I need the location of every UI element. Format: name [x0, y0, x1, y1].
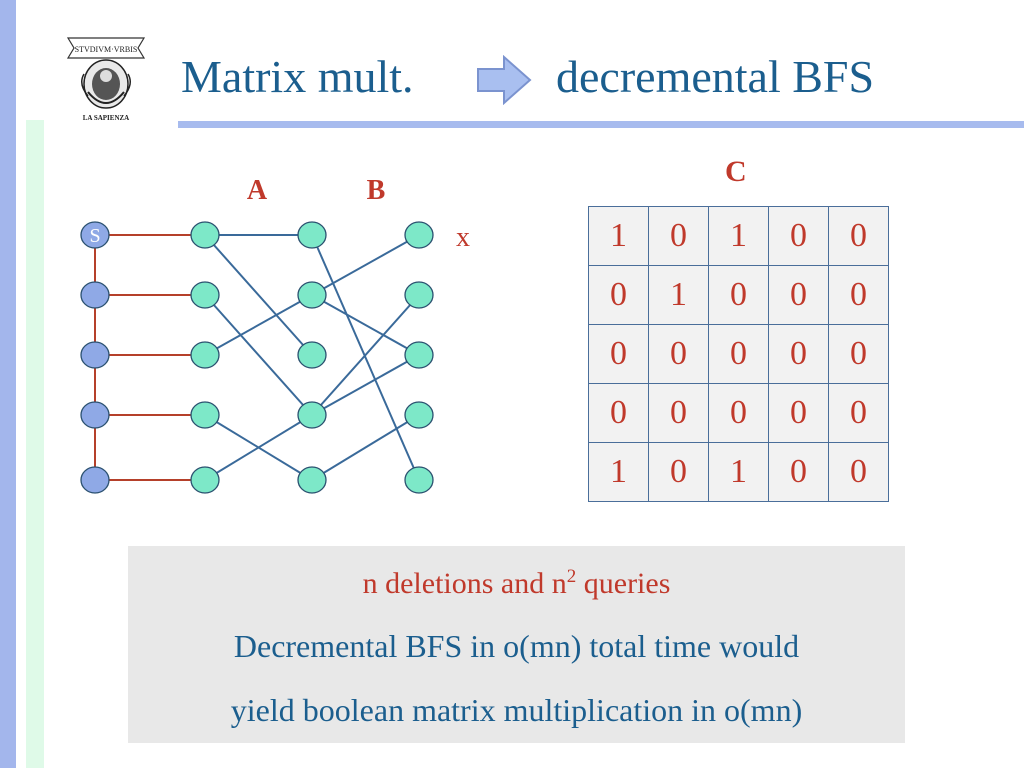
right-arrow-icon	[477, 55, 532, 105]
a-edge	[204, 414, 313, 481]
title-right: decremental BFS	[556, 51, 875, 102]
graph-node	[404, 221, 434, 249]
b-edge	[311, 294, 420, 356]
matrix-cell: 0	[588, 265, 649, 325]
b-edge	[311, 414, 420, 481]
note-line-2: Decremental BFS in o(mn) total time woul…	[233, 628, 800, 664]
graph-node	[190, 341, 220, 369]
matrix-cell: 0	[588, 324, 649, 384]
matrix-cell: 0	[768, 265, 829, 325]
label-x: x	[456, 222, 470, 253]
matrix-cell: 0	[768, 383, 829, 443]
graph-node	[297, 221, 327, 249]
graph-node	[190, 281, 220, 309]
note-line-1-pre: n deletions and n	[362, 567, 567, 600]
graph-node	[404, 341, 434, 369]
matrix-cell: 0	[828, 383, 889, 443]
a-edge	[204, 234, 313, 356]
title-left: Matrix mult.	[181, 51, 414, 102]
matrix-cell: 1	[588, 442, 649, 502]
a-edge	[204, 294, 313, 356]
matrix-label-c: C	[725, 155, 747, 188]
matrix-cell: 1	[708, 442, 769, 502]
matrix-cell: 1	[588, 206, 649, 266]
label-b: B	[367, 175, 386, 206]
source-column-node	[80, 466, 110, 494]
note-line-1-post: queries	[576, 567, 671, 600]
source-column-node	[80, 401, 110, 429]
matrix-cell: 0	[648, 442, 709, 502]
b-edge	[311, 294, 420, 416]
source-column-node	[80, 341, 110, 369]
title-underline	[178, 121, 1024, 128]
note-line-1-sup: 2	[566, 566, 577, 587]
matrix-cell: 0	[648, 324, 709, 384]
matrix-cell: 0	[708, 383, 769, 443]
matrix-cell: 0	[768, 442, 829, 502]
source-node-label: S	[89, 225, 100, 247]
matrix-cell: 0	[828, 442, 889, 502]
graph-node	[404, 401, 434, 429]
matrix-cell: 0	[768, 324, 829, 384]
graph-node	[297, 341, 327, 369]
source-node	[80, 221, 110, 249]
matrix-cell: 1	[648, 265, 709, 325]
note-line-3: yield boolean matrix multiplication in o…	[230, 692, 803, 728]
left-accent-strip	[26, 120, 44, 768]
logo-banner-text: STVDIVM·VRBIS	[75, 45, 138, 54]
graph-node	[404, 466, 434, 494]
matrix-cell: 0	[588, 383, 649, 443]
matrix-cell: 1	[708, 206, 769, 266]
source-column-node	[80, 281, 110, 309]
b-edge	[311, 234, 420, 481]
bipartite-graph: S A B x	[80, 175, 470, 494]
matrix-cell: 0	[768, 206, 829, 266]
matrix-cell: 0	[648, 206, 709, 266]
a-edge	[204, 294, 313, 416]
graph-node	[190, 466, 220, 494]
logo-caption: LA SAPIENZA	[83, 114, 129, 122]
matrix-cell: 0	[828, 265, 889, 325]
matrix-cell: 0	[708, 265, 769, 325]
label-a: A	[247, 175, 268, 206]
graph-node	[190, 401, 220, 429]
graph-node	[404, 281, 434, 309]
matrix-cell: 0	[828, 206, 889, 266]
graph-node	[297, 466, 327, 494]
note-box: n deletions and n2 queries Decremental B…	[128, 546, 905, 743]
matrix-cell: 0	[648, 383, 709, 443]
matrix-cell: 0	[828, 324, 889, 384]
left-accent-bar	[0, 0, 16, 768]
note-line-1: n deletions and n2 queries	[128, 566, 905, 601]
graph-node	[297, 401, 327, 429]
graph-node	[190, 221, 220, 249]
b-edge	[311, 354, 420, 416]
matrix-cell: 0	[708, 324, 769, 384]
graph-node	[297, 281, 327, 309]
b-edge	[311, 234, 420, 296]
university-logo: STVDIVM·VRBIS LA SAPIENZA	[66, 37, 146, 122]
